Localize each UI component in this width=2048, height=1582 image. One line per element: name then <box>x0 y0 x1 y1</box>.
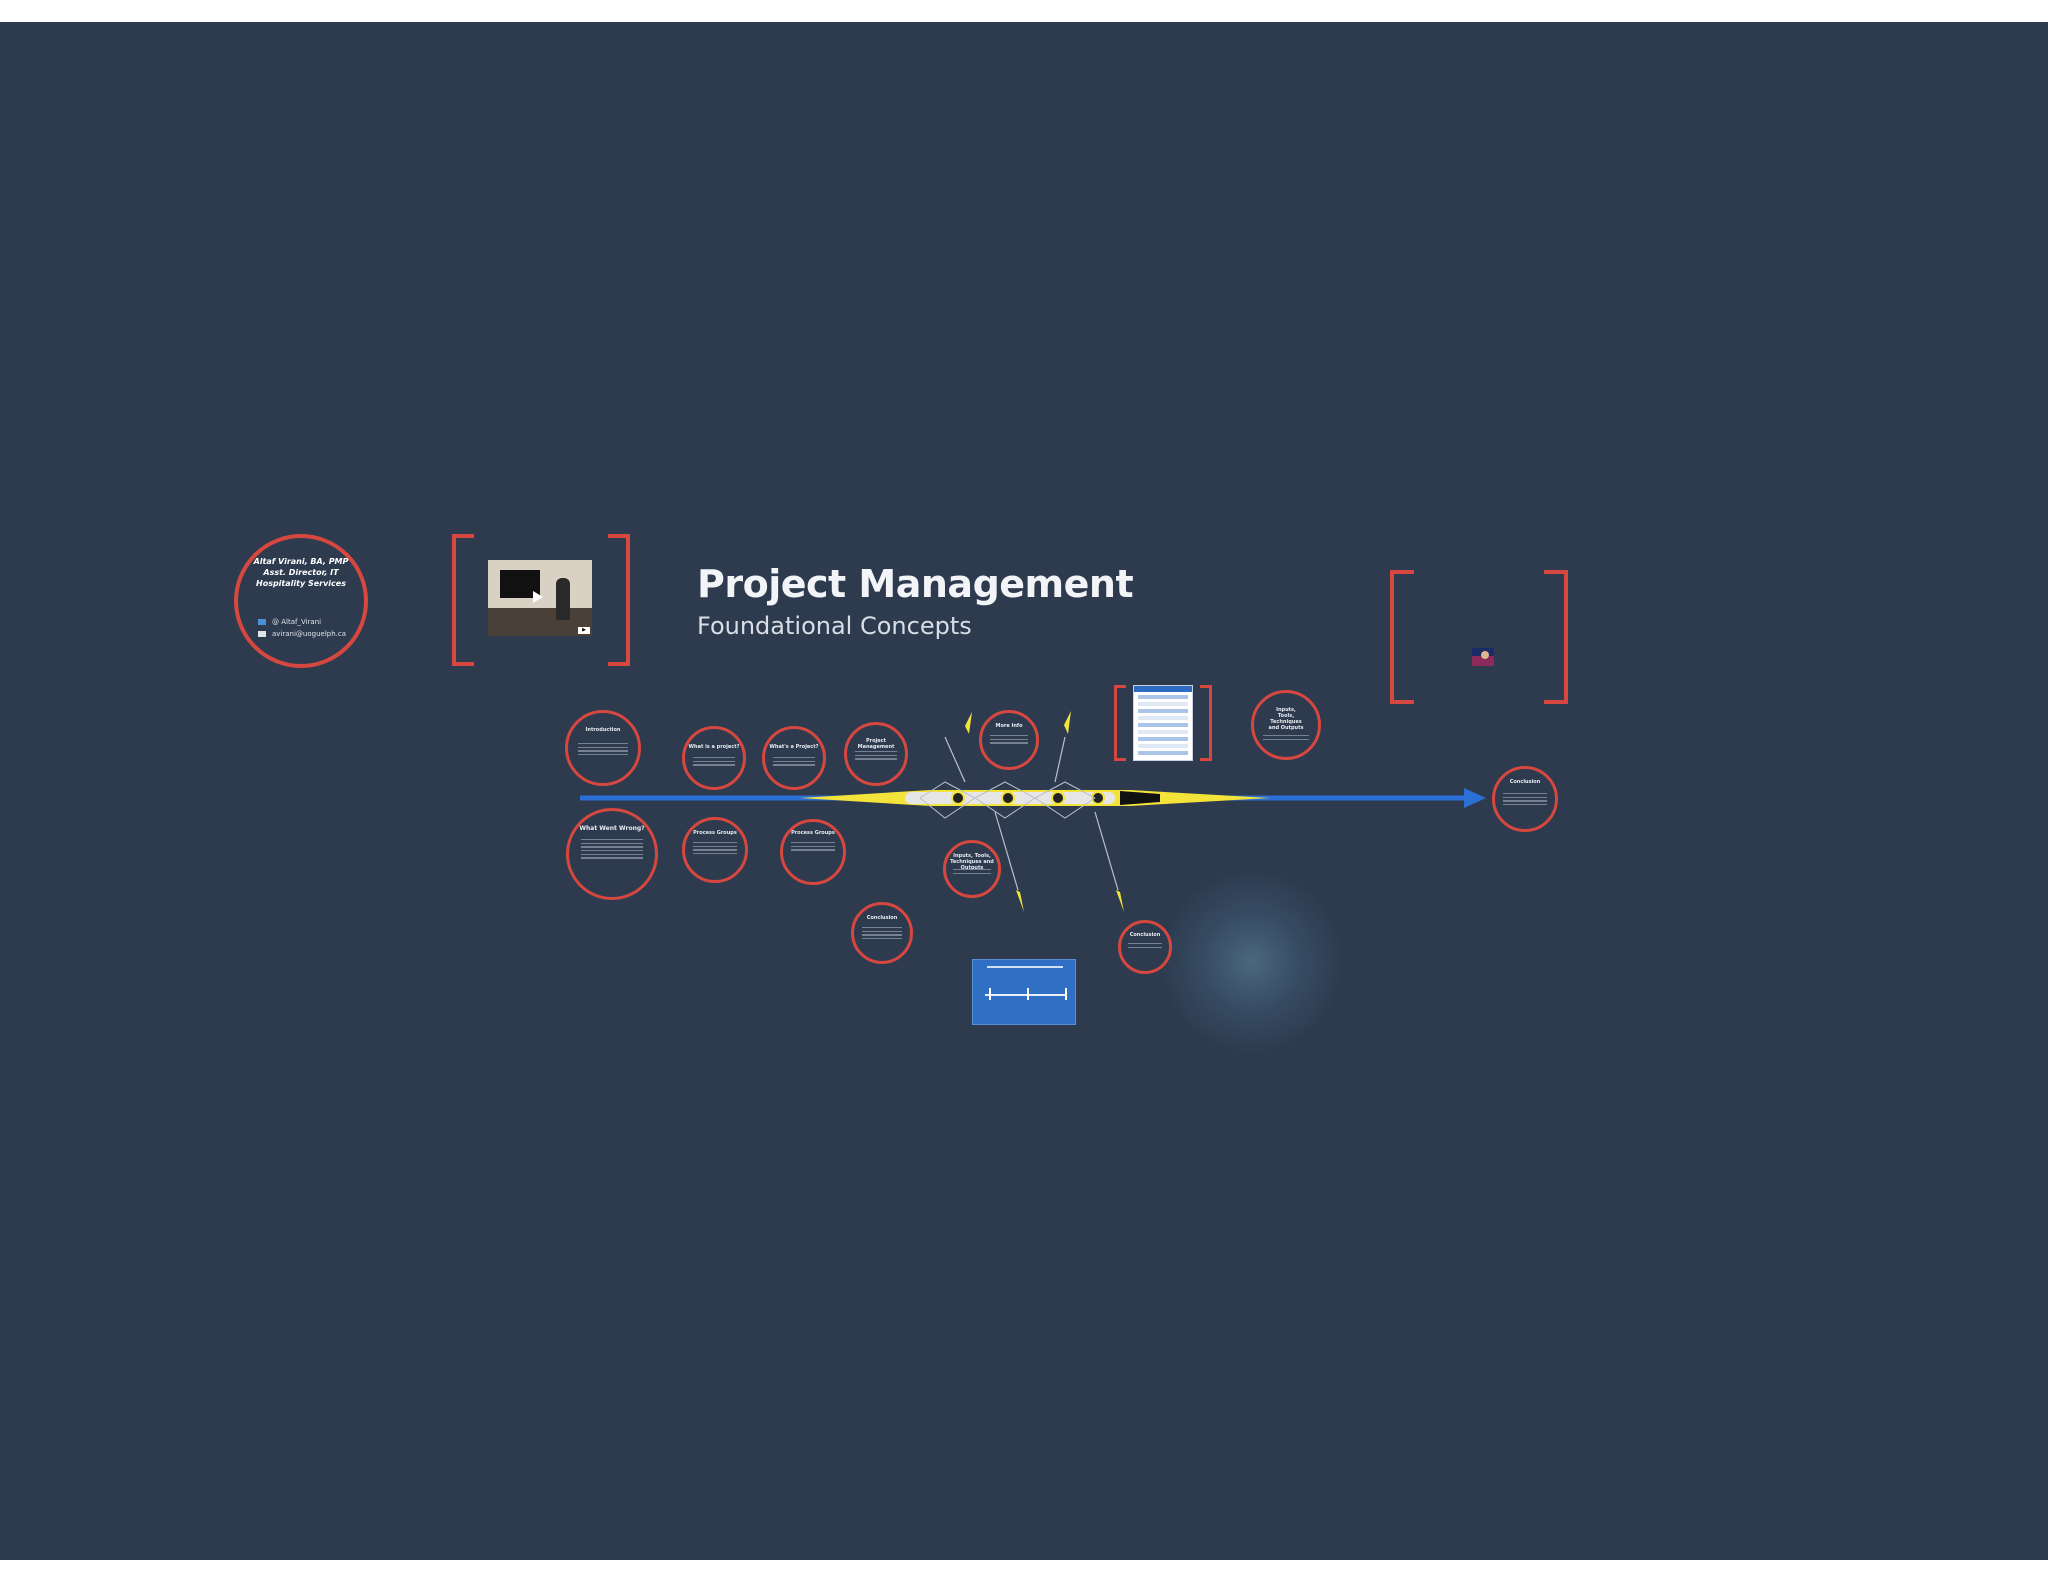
topic-label: What's a Project? <box>769 744 819 750</box>
author-name: Altaf Virani, BA, PMP <box>253 557 349 566</box>
topic-circle-final[interactable]: Conclusion <box>1118 920 1172 974</box>
topic-circle-introduction[interactable]: Introduction <box>565 710 641 786</box>
presentation-subtitle: Foundational Concepts <box>697 612 972 640</box>
topic-label: Conclusion <box>1509 779 1541 785</box>
topic-circle-what-is-a-project[interactable]: What is a project? <box>682 726 746 790</box>
author-role: Asst. Director, IT <box>263 568 339 577</box>
video-frame-left-bracket <box>452 534 474 666</box>
topic-label: Conclusion <box>866 915 898 921</box>
topic-label: Inputs, Tools, Techniques and Outputs <box>1268 707 1304 731</box>
topic-label: Project Management <box>857 738 895 750</box>
document-thumbnail[interactable] <box>1133 685 1193 761</box>
topic-label: What is a project? <box>688 744 740 750</box>
topic-circle-more-info[interactable]: More Info <box>979 710 1039 770</box>
topic-circle-whats-a-project[interactable]: What's a Project? <box>762 726 826 790</box>
author-email-row: avirani@uoguelph.ca <box>258 630 346 638</box>
topic-circle-what-went-wrong[interactable]: What Went Wrong? <box>566 808 658 900</box>
document-frame-left-bracket <box>1114 685 1126 761</box>
video-badge: ▶ <box>578 627 590 634</box>
background-glow <box>1162 872 1342 1052</box>
topic-label: Process Groups <box>693 830 737 836</box>
rowing-boat-stern <box>1120 791 1160 805</box>
topic-circle-project-management[interactable]: Project Management <box>844 722 908 786</box>
author-twitter: @ Altaf_Virani <box>272 618 322 626</box>
topic-label: Process Groups <box>791 830 835 836</box>
topic-circle-process-groups-detail[interactable]: Process Groups <box>780 819 846 885</box>
small-image-thumbnail[interactable] <box>1472 648 1494 666</box>
topic-label: More Info <box>995 723 1023 729</box>
timeline-arrowhead <box>1464 788 1486 808</box>
topic-circle-tools-techniques-outputs[interactable]: Inputs, Tools, Techniques and Outputs <box>1251 690 1321 760</box>
email-icon <box>258 631 266 637</box>
presentation-title: Project Management <box>697 562 1134 606</box>
presenter-figure <box>556 578 570 620</box>
play-icon[interactable] <box>533 591 543 603</box>
timeline-graphic <box>580 711 1486 912</box>
topic-circle-process-groups[interactable]: Process Groups <box>682 817 748 883</box>
topic-circle-conclusion[interactable]: Conclusion <box>851 902 913 964</box>
twitter-icon <box>258 619 266 625</box>
video-thumbnail[interactable]: ▶ <box>488 560 592 636</box>
topic-circle-conclusion-end[interactable]: Conclusion <box>1492 766 1558 832</box>
prezi-canvas[interactable]: Project Management Foundational Concepts… <box>0 22 2048 1560</box>
author-info: Altaf Virani, BA, PMP Asst. Director, IT… <box>238 556 364 589</box>
image-frame-left-bracket <box>1390 570 1414 704</box>
topic-label: What Went Wrong? <box>579 825 645 832</box>
video-frame-right-bracket <box>608 534 630 666</box>
topic-circle-inputs[interactable]: Inputs, Tools, Techniques and Outputs <box>943 840 1001 898</box>
author-department: Hospitality Services <box>256 579 346 588</box>
image-frame-right-bracket <box>1544 570 1568 704</box>
author-circle[interactable]: Altaf Virani, BA, PMP Asst. Director, IT… <box>234 534 368 668</box>
topic-label: Conclusion <box>1129 932 1161 938</box>
author-email: avirani@uoguelph.ca <box>272 630 347 638</box>
author-twitter-row: @ Altaf_Virani <box>258 618 321 626</box>
topic-label: Inputs, Tools, Techniques and Outputs <box>950 853 994 871</box>
timeline-diagram-slide[interactable] <box>972 959 1076 1025</box>
document-frame-right-bracket <box>1200 685 1212 761</box>
topic-label: Introduction <box>585 727 621 733</box>
